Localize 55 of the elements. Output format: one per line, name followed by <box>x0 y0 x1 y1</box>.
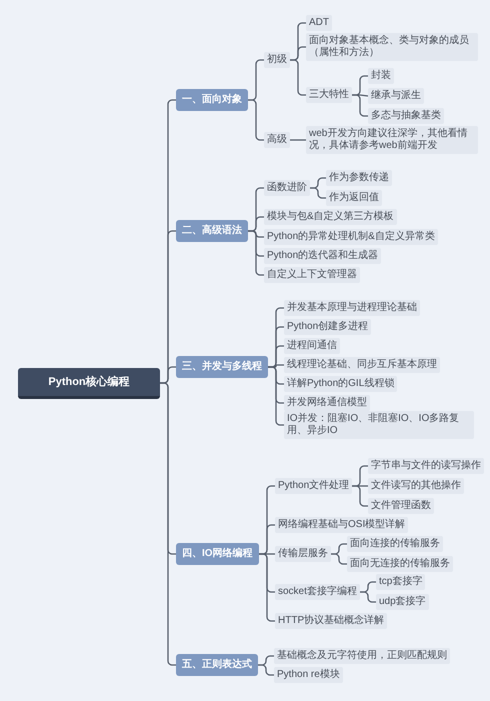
branch-line <box>258 664 274 676</box>
subtopic: 传输层服务 <box>275 546 331 562</box>
subtopic: 初级 <box>264 52 290 68</box>
subtopic: 封装 <box>368 68 394 84</box>
subtopic: 作为参数传递 <box>326 170 392 186</box>
branch-line <box>310 187 326 199</box>
subtopic: 面向无连接的传输服务 <box>347 556 453 572</box>
central-topic-box: Python核心编程 <box>18 368 160 398</box>
branch-line <box>248 230 264 276</box>
subtopic: 自定义上下文管理器 <box>264 267 360 283</box>
main-topic-box: 五、正则表达式 <box>176 654 258 676</box>
branch-line <box>352 485 368 507</box>
subtopic: 字节串与文件的读写操作 <box>368 458 484 474</box>
branch-line <box>248 99 264 141</box>
subtopic: Python的异常处理机制&自定义异常类 <box>264 229 438 245</box>
subtopic: 面向连接的传输服务 <box>347 536 443 552</box>
branch-line <box>360 591 376 603</box>
subtopic: 三大特性 <box>306 87 352 103</box>
subtopic: 详解Python的GIL线程锁 <box>284 376 398 392</box>
subtopic: 基础概念及元字符使用，正则匹配规则 <box>274 648 450 664</box>
subtopic: udp套接字 <box>376 594 429 610</box>
subtopic: ADT <box>306 15 332 31</box>
subtopic: 并发网络通信模型 <box>284 395 370 411</box>
subtopic: Python re模块 <box>274 667 343 683</box>
branch-line <box>290 139 306 141</box>
subtopic: Python文件处理 <box>275 478 352 494</box>
branch-line <box>268 366 284 426</box>
subtopic: 面向对象基本概念、类与对象的成员（属性和方法） <box>306 33 478 61</box>
main-topic-box: 一、面向对象 <box>176 89 248 111</box>
subtopic: 作为返回值 <box>326 190 382 206</box>
subtopic: 函数进阶 <box>264 180 310 196</box>
subtopic: IO并发：阻塞IO、非阻塞IO、IO多路复用、异步IO <box>284 411 474 439</box>
subtopic: web开发方向建议往深学，其他看情况，具体请参考web前端开发 <box>306 126 478 154</box>
subtopic: 线程理论基础、同步互斥基本原理 <box>284 357 440 373</box>
subtopic: 继承与派生 <box>368 88 424 104</box>
subtopic: Python的迭代器和生成器 <box>264 248 382 264</box>
subtopic: 多态与抽象基类 <box>368 108 444 124</box>
main-topic-box: 二、高级语法 <box>176 220 248 242</box>
subtopic: tcp套接字 <box>376 574 426 590</box>
subtopic: 文件管理函数 <box>368 498 434 514</box>
branch-line <box>331 553 347 565</box>
subtopic: 高级 <box>264 132 290 148</box>
subtopic: 并发基本原理与进程理论基础 <box>284 300 420 316</box>
subtopic: 文件读写的其他操作 <box>368 478 464 494</box>
branch-line <box>352 94 368 117</box>
main-topic-box: 四、IO网络编程 <box>176 543 259 565</box>
subtopic: socket套接字编程 <box>275 584 360 600</box>
subtopic: HTTP协议基础概念详解 <box>275 613 388 629</box>
main-topic-box: 三、并发与多线程 <box>176 356 268 378</box>
subtopic: 模块与包&自定义第三方模板 <box>264 209 397 225</box>
subtopic: Python创建多进程 <box>284 319 372 335</box>
branch-line <box>259 553 275 622</box>
subtopic: 进程间通信 <box>284 338 340 354</box>
subtopic: 网络编程基础与OSI模型详解 <box>275 517 408 533</box>
branch-line <box>290 59 306 96</box>
